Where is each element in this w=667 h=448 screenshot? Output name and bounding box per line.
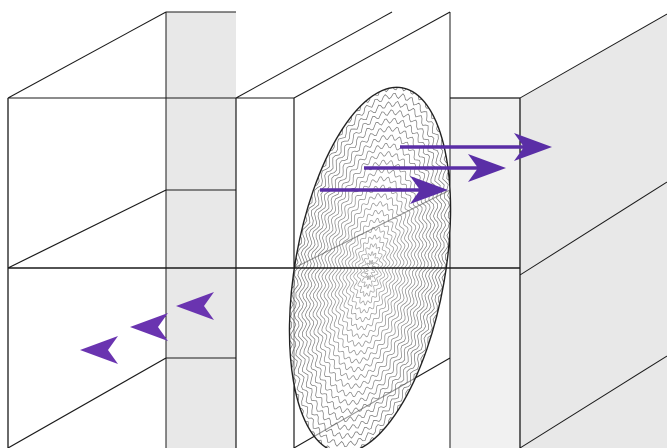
incoming-cyan-beams: [84, 145, 236, 192]
left-compartment: [7, 11, 236, 448]
through-lens-beams-upper: [320, 133, 552, 204]
lens-ring: [301, 117, 439, 423]
lens-ring: [360, 251, 380, 289]
arrow-right-3: [320, 176, 448, 204]
lens-ring: [304, 125, 436, 415]
lens-ring: [364, 259, 376, 281]
through-lens-beams-lower: [320, 304, 550, 352]
lens-ring: [320, 159, 420, 381]
returning-magenta-beams: [80, 292, 236, 364]
lens-ring: [330, 184, 410, 356]
arrow-right-1: [400, 133, 552, 161]
lens-ring: [338, 201, 402, 339]
right-compartment: [450, 13, 667, 448]
lens-ring: [316, 151, 424, 389]
arrow-right-2: [364, 154, 506, 182]
lens-ring: [290, 93, 450, 447]
lens-ring: [349, 226, 391, 314]
lens-ring: [312, 143, 428, 397]
lens-ring: [345, 217, 395, 323]
lens-ring: [297, 109, 443, 431]
fresnel-lens: [286, 84, 454, 448]
lens-ring: [293, 101, 447, 439]
lens-ring: [323, 167, 417, 373]
lens-ring: [327, 176, 413, 364]
arrow-lower-3: [80, 336, 236, 364]
arrow-lower-2: [130, 313, 236, 341]
lens-ring: [334, 193, 406, 347]
arrow-lower-1: [176, 292, 236, 320]
lens-ring: [342, 210, 398, 330]
lens-ring: [308, 134, 432, 406]
